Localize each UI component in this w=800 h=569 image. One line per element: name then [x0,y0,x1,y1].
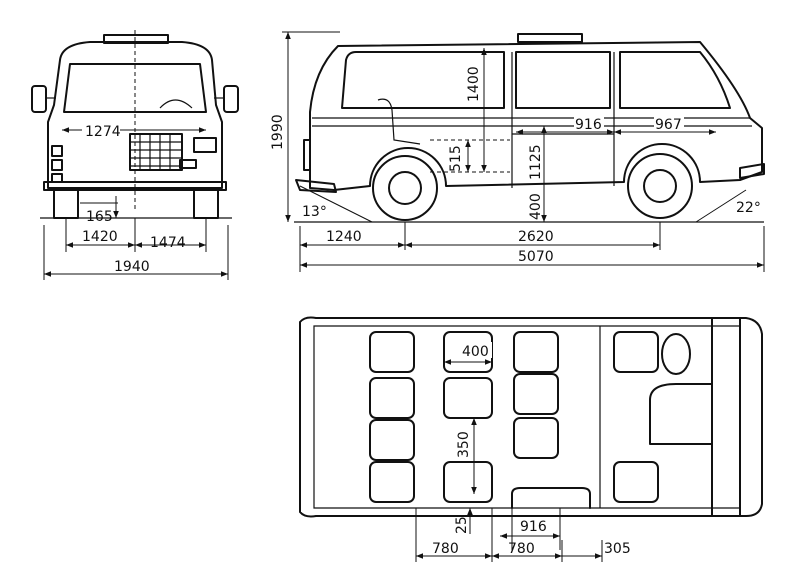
seat-pitch-label: 350 [456,431,472,458]
seat-width-label: 400 [462,344,489,360]
engine-cover [649,383,713,445]
wheelbase-label: 2620 [518,229,554,245]
left-tire [53,189,79,219]
floor-to-ground-label: 400 [528,193,544,220]
right-tire [193,189,219,219]
seat [443,377,493,419]
right-headlight-icon [193,137,217,153]
aisle-gap-label: 25 [454,516,470,534]
side-window-1 [341,51,505,109]
seat [513,331,559,373]
grille [129,133,183,171]
windshield [63,63,207,113]
front-view: 1274 165 1420 1474 1940 [31,30,239,280]
seat [513,373,559,415]
row-spacing-2-label: 780 [508,541,535,557]
departure-angle-label: 22° [736,200,761,216]
side-front-bumper [295,179,337,193]
side-window-3 [619,51,731,109]
ground-clearance-label: 165 [86,209,113,225]
front-overhang-label: 1240 [326,229,362,245]
track-width-label: 1274 [85,124,121,140]
rear-window-label: 967 [655,117,682,133]
seat [443,461,493,503]
steering-wheel-icon [661,333,691,375]
rear-step [511,487,591,509]
rear-track-label: 1474 [150,235,186,251]
rear-wheel [627,153,693,219]
overall-height-label: 1990 [270,114,286,150]
front-body-outline [47,41,223,189]
overall-length-label: 5070 [518,249,554,265]
front-wheel [372,155,438,221]
seat [369,331,415,373]
passenger-seat [613,461,659,503]
seat [513,417,559,459]
front-bumper [43,181,227,191]
left-headlight-icon [51,145,63,157]
rear-offset-label: 305 [604,541,631,557]
side-window-2 [515,51,611,109]
side-view: 13° 22° 1990 1400 515 1125 400 916 967 [270,31,765,272]
approach-angle-label: 13° [302,204,327,220]
wheel-height-label: 1125 [528,144,544,180]
floor-height-label: 515 [448,145,464,172]
right-mirror-icon [223,85,239,113]
top-view: 400 350 25 916 780 780 305 [299,316,763,562]
interior-height-label: 1400 [466,66,482,102]
seat-layout [369,331,659,509]
front-track-label: 1420 [82,229,118,245]
driver-seat [613,331,659,373]
side-roof-vent [517,33,583,43]
overall-width-label: 1940 [114,259,150,275]
door-width-label: 916 [520,519,547,535]
seat [369,377,415,419]
row-spacing-1-label: 780 [432,541,459,557]
side-rear-bumper [739,163,765,179]
side-body-outline [309,41,763,191]
steering-wheel [159,99,193,109]
seat [369,419,415,461]
left-mirror-icon [31,85,47,113]
grille-bars [130,134,182,170]
window-width-label: 916 [575,117,602,133]
seat [369,461,415,503]
top-body-outline [299,316,763,518]
